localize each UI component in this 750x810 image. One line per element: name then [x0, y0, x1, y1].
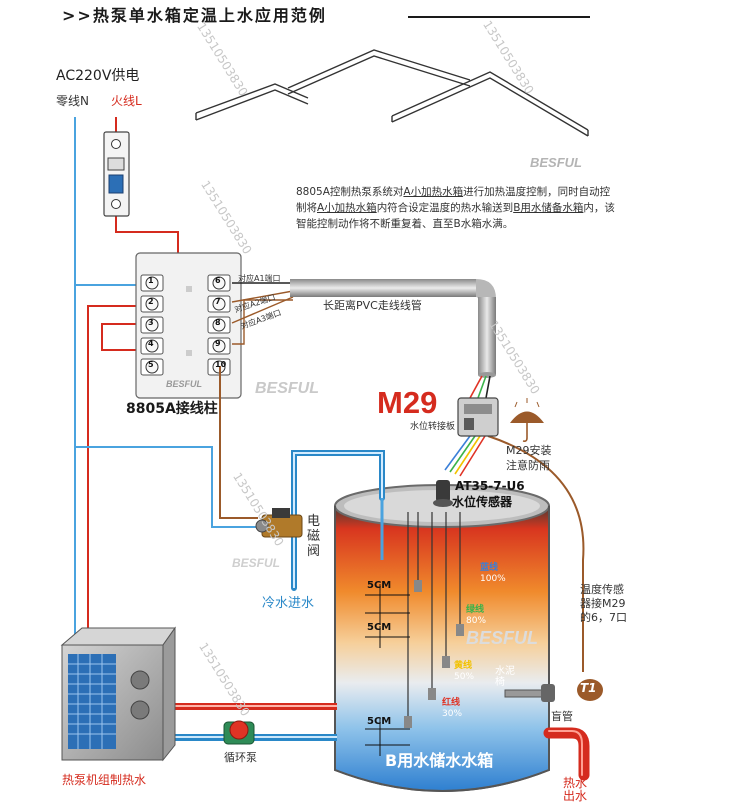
terminal-screw: [145, 318, 159, 332]
circulation-pump: [223, 720, 255, 745]
t1-label: T1: [580, 681, 597, 695]
terminal-screw: [212, 276, 226, 290]
tank-title: B用水储水水箱: [385, 751, 494, 770]
gap-dimensions: [365, 584, 410, 756]
m29-note-1: M29安装: [506, 444, 552, 457]
level-wire-label: 红线: [442, 698, 461, 708]
m29-wires: [444, 375, 585, 672]
level-sensor-head: [433, 480, 453, 507]
cold-water-label: 冷水进水: [262, 596, 315, 611]
sensor-name: 水位传感器: [452, 495, 513, 509]
m29-board: [457, 397, 499, 437]
hot-water-outlet: [543, 727, 590, 781]
level-probes: [404, 512, 464, 728]
terminal-number: 8: [215, 318, 221, 327]
terminal-number: 2: [148, 297, 154, 306]
terminal-number: 1: [148, 276, 154, 285]
system-description: 8805A控制热泵系统对A小加热水箱进行加热温度控制，同时自动控制将A小加热水箱…: [296, 186, 615, 230]
terminal-number: 6: [215, 276, 221, 285]
power-supply-label: AC220V供电: [56, 68, 140, 84]
terminal-number: 10: [215, 360, 227, 369]
port-a1-label: 对应A1端口: [238, 274, 281, 283]
heat-pump-label: 热泵机组制热水: [62, 773, 147, 787]
sensor-wires: [219, 282, 294, 519]
terminal-screw: [212, 318, 226, 332]
terminal-number: 9: [215, 339, 221, 348]
brand-logo: BESFUL: [232, 556, 280, 570]
brand-logo: BESFUL: [530, 155, 582, 170]
pump-label: 循环泵: [224, 751, 257, 764]
temp-sensor-probe: [504, 684, 555, 702]
terminal-block-label: 8805A接线柱: [126, 401, 218, 417]
terminal-screw: [145, 360, 159, 374]
circuit-breaker: [103, 131, 130, 217]
solenoid-valve-label: 电磁阀: [307, 514, 321, 559]
storage-tank: [334, 484, 550, 792]
sensor-model: AT35-7-U6: [455, 479, 525, 493]
live-label: 火线L: [111, 94, 142, 108]
brand-logo: BESFUL: [255, 380, 319, 397]
level-percent-label: 80%: [466, 616, 487, 626]
neutral-label: 零线N: [56, 94, 89, 108]
blind-pipe-label: 盲管: [551, 710, 573, 723]
level-wire-label: 蓝线: [480, 563, 499, 573]
terminal-screw: [212, 339, 226, 353]
gap-label: 5CM: [367, 622, 392, 633]
terminal-number: 7: [215, 297, 221, 306]
terminal-number: 5: [148, 360, 154, 369]
level-percent-label: 30%: [442, 709, 463, 719]
cement-seat-label: 水泥椅: [495, 666, 515, 688]
level-percent-label: 50%: [454, 672, 475, 682]
m29-subtitle: 水位转接板: [410, 422, 456, 432]
terminal-screw: [145, 276, 159, 290]
m29-note-2: 注意防雨: [506, 459, 550, 472]
gap-label: 5CM: [367, 716, 392, 727]
temp-sensor-note: 温度传感器接M29的6，7口: [580, 583, 627, 624]
pvc-conduit: [290, 279, 496, 378]
hot-water-outlet-label: 热水出水: [563, 776, 588, 803]
terminal-number: 3: [148, 318, 154, 327]
terminal-screw: [145, 339, 159, 353]
terminal-screw: [212, 297, 226, 311]
terminal-number: 4: [148, 339, 154, 348]
level-wire-label: 黄线: [454, 661, 473, 671]
terminal-screw: [145, 297, 159, 311]
level-percent-label: 100%: [480, 574, 506, 584]
page-title: >>热泵单水箱定温上水应用范例: [62, 6, 327, 25]
conduit-label: 长距离PVC走线线管: [323, 299, 422, 312]
level-wire-label: 绿线: [466, 605, 485, 615]
umbrella-icon: [510, 398, 544, 442]
m29-title: M29: [377, 385, 438, 420]
terminal-brand: BESFUL: [166, 379, 202, 389]
title-rule: [408, 16, 590, 18]
heat-pump-unit: [60, 626, 176, 762]
brand-logo: BESFUL: [466, 628, 538, 648]
house-roof-outline: [195, 49, 589, 137]
valve-wiring: [75, 446, 258, 528]
t1-tag: [577, 679, 603, 701]
gap-label: 5CM: [367, 580, 392, 591]
solenoid-valve: [255, 508, 303, 538]
